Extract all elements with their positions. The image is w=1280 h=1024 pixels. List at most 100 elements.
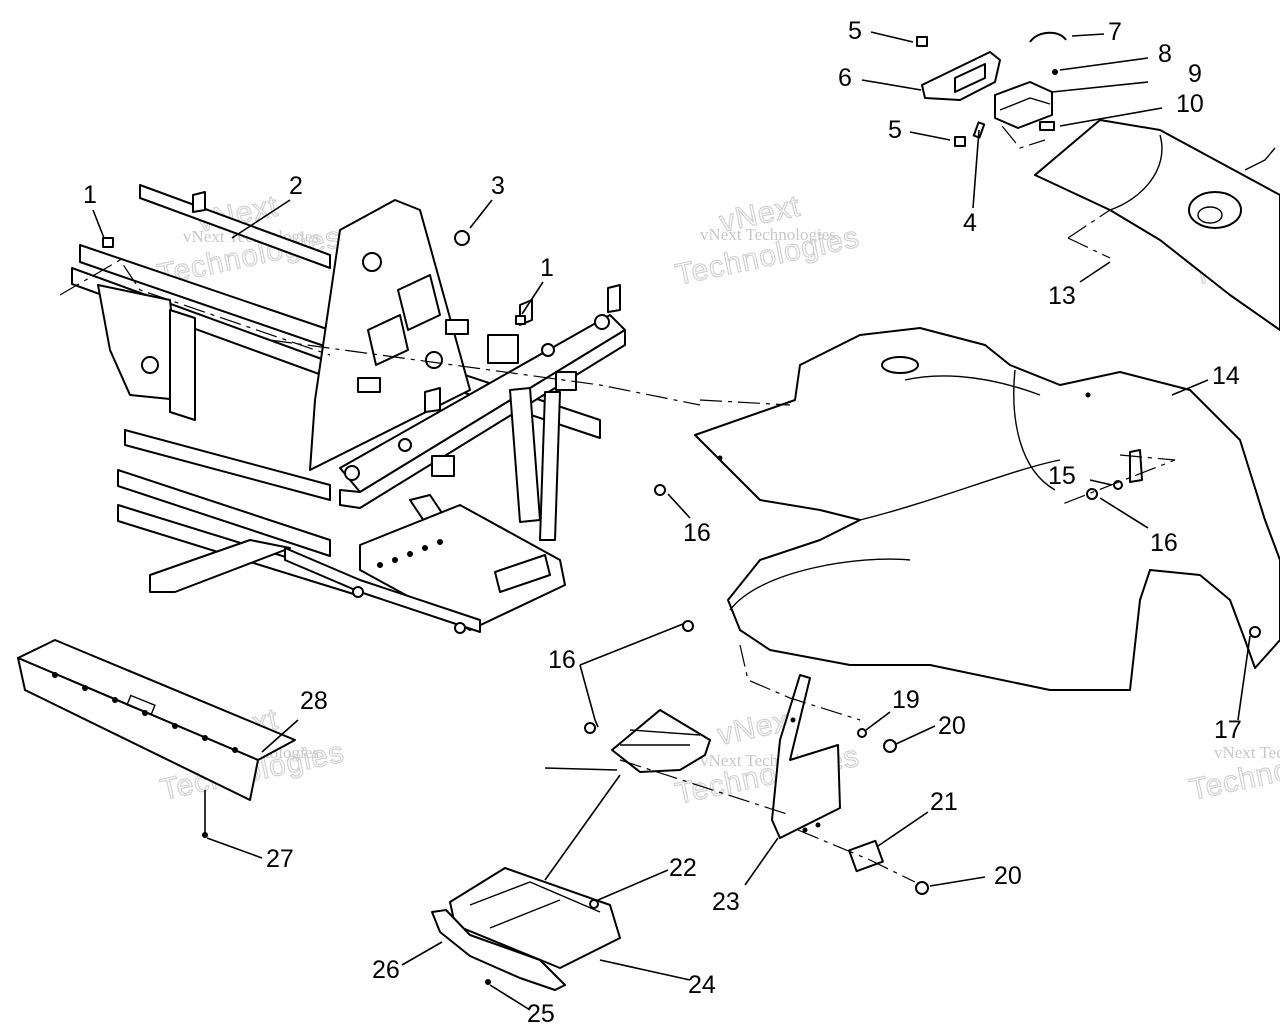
bracket-nut xyxy=(916,36,928,47)
tail-light-housing xyxy=(994,81,1053,129)
frame-tab xyxy=(607,284,621,313)
tower-slot xyxy=(397,274,441,331)
callout-21: 21 xyxy=(930,788,958,816)
callout-19: 19 xyxy=(892,686,920,714)
footrest-assembly xyxy=(431,867,621,991)
frame-bolt xyxy=(454,622,466,634)
frame-tab xyxy=(192,191,206,213)
tail-light-assembly xyxy=(916,31,1067,147)
callout-16: 16 xyxy=(548,646,576,674)
beam-hole xyxy=(398,438,412,452)
callout-7: 7 xyxy=(1108,18,1122,46)
tower-grommet xyxy=(357,377,381,393)
tower-hole xyxy=(362,252,382,272)
mud-flap-body xyxy=(771,674,841,839)
fender-bolt-hole xyxy=(1249,626,1261,638)
hardware-bolt-16 xyxy=(654,484,666,496)
tower-grommet xyxy=(445,319,469,335)
frame-lower-brace xyxy=(284,547,481,633)
light-wire xyxy=(1029,31,1067,43)
callout-16: 16 xyxy=(683,519,711,547)
hardware-clip-3 xyxy=(454,230,470,246)
hardware-nut-1 xyxy=(102,237,114,248)
atv-frame xyxy=(71,184,626,634)
callout-22: 22 xyxy=(669,854,697,882)
frame-cross-rail xyxy=(124,429,331,501)
watermark-company: vNext Technologies xyxy=(700,225,836,244)
callout-13: 13 xyxy=(1048,282,1076,310)
hardware-bolt-16 xyxy=(682,620,694,632)
skid-plate xyxy=(17,639,296,801)
beam-end xyxy=(344,465,360,481)
frame-mount-block xyxy=(487,334,519,364)
beam-end xyxy=(594,314,610,330)
callout-9: 9 xyxy=(1188,60,1202,88)
callout-25: 25 xyxy=(527,1000,555,1024)
callout-28: 28 xyxy=(300,687,328,715)
frame-post xyxy=(169,309,196,421)
callout-23: 23 xyxy=(712,888,740,916)
hardware-nut-1 xyxy=(515,315,526,325)
callout-20: 20 xyxy=(994,862,1022,890)
light-screw xyxy=(1039,121,1055,131)
rear-fender xyxy=(1034,119,1280,331)
skid-box-plate xyxy=(494,554,551,593)
callout-4: 4 xyxy=(963,209,977,237)
callout-14: 14 xyxy=(1212,362,1240,390)
callout-5: 5 xyxy=(848,17,862,45)
assembly-lines xyxy=(59,125,1176,883)
callout-27: 27 xyxy=(266,845,294,873)
hardware-nut-20 xyxy=(915,881,929,895)
frame-bolt xyxy=(352,586,364,598)
fender-hole xyxy=(881,356,919,374)
beam-hole xyxy=(541,343,555,357)
callout-2: 2 xyxy=(289,172,303,200)
callout-5: 5 xyxy=(888,116,902,144)
callout-1: 1 xyxy=(540,254,554,282)
fender-tab xyxy=(1129,449,1143,483)
frame-mount-block xyxy=(431,455,455,477)
callout-24: 24 xyxy=(688,971,716,999)
frame-mount-block xyxy=(555,371,577,391)
rear-fender-body xyxy=(1034,119,1280,331)
frame-upper-rail xyxy=(139,184,331,269)
footrest-pin xyxy=(589,899,599,909)
leader-lines xyxy=(92,31,1251,1011)
light-bracket-face xyxy=(954,63,986,93)
frame-side-bracket xyxy=(97,284,181,401)
callout-20: 20 xyxy=(938,712,966,740)
frame-floor-rail xyxy=(117,469,331,557)
hardware-bolt-16 xyxy=(1086,488,1098,500)
fender-cap xyxy=(1188,191,1242,229)
bracket-nut xyxy=(954,136,966,147)
hardware-bolt-16 xyxy=(584,722,596,734)
callout-26: 26 xyxy=(372,956,400,984)
watermark-company: vNext Technologies xyxy=(1214,743,1280,762)
front-fender-body xyxy=(694,327,1280,691)
callout-15: 15 xyxy=(1048,462,1076,490)
tower-slot xyxy=(367,314,409,366)
footrest-bracket-body xyxy=(611,709,711,773)
hardware xyxy=(102,230,1123,985)
hardware-nut-20 xyxy=(883,739,897,753)
callout-10: 10 xyxy=(1176,90,1204,118)
callout-labels: 1 2 3 1 5 6 5 4 7 8 9 10 13 14 15 16 16 … xyxy=(83,17,1242,1024)
frame-front-beam-face xyxy=(339,329,626,509)
callout-6: 6 xyxy=(838,64,852,92)
frame-leg xyxy=(539,391,561,541)
callout-8: 8 xyxy=(1158,40,1172,68)
callout-1: 1 xyxy=(83,181,97,209)
callout-16: 16 xyxy=(1150,529,1178,557)
frame-foot-bar xyxy=(149,539,291,593)
hardware-washer-19 xyxy=(857,728,867,738)
mud-flap xyxy=(771,674,841,839)
front-fender xyxy=(694,327,1280,691)
footrest-edge xyxy=(431,909,566,991)
hardware-plate-21 xyxy=(848,839,884,873)
bracket-hole xyxy=(141,356,159,374)
footrest-bracket xyxy=(611,709,711,773)
callout-3: 3 xyxy=(491,172,505,200)
callout-17: 17 xyxy=(1214,716,1242,744)
frame-tab xyxy=(424,387,441,413)
